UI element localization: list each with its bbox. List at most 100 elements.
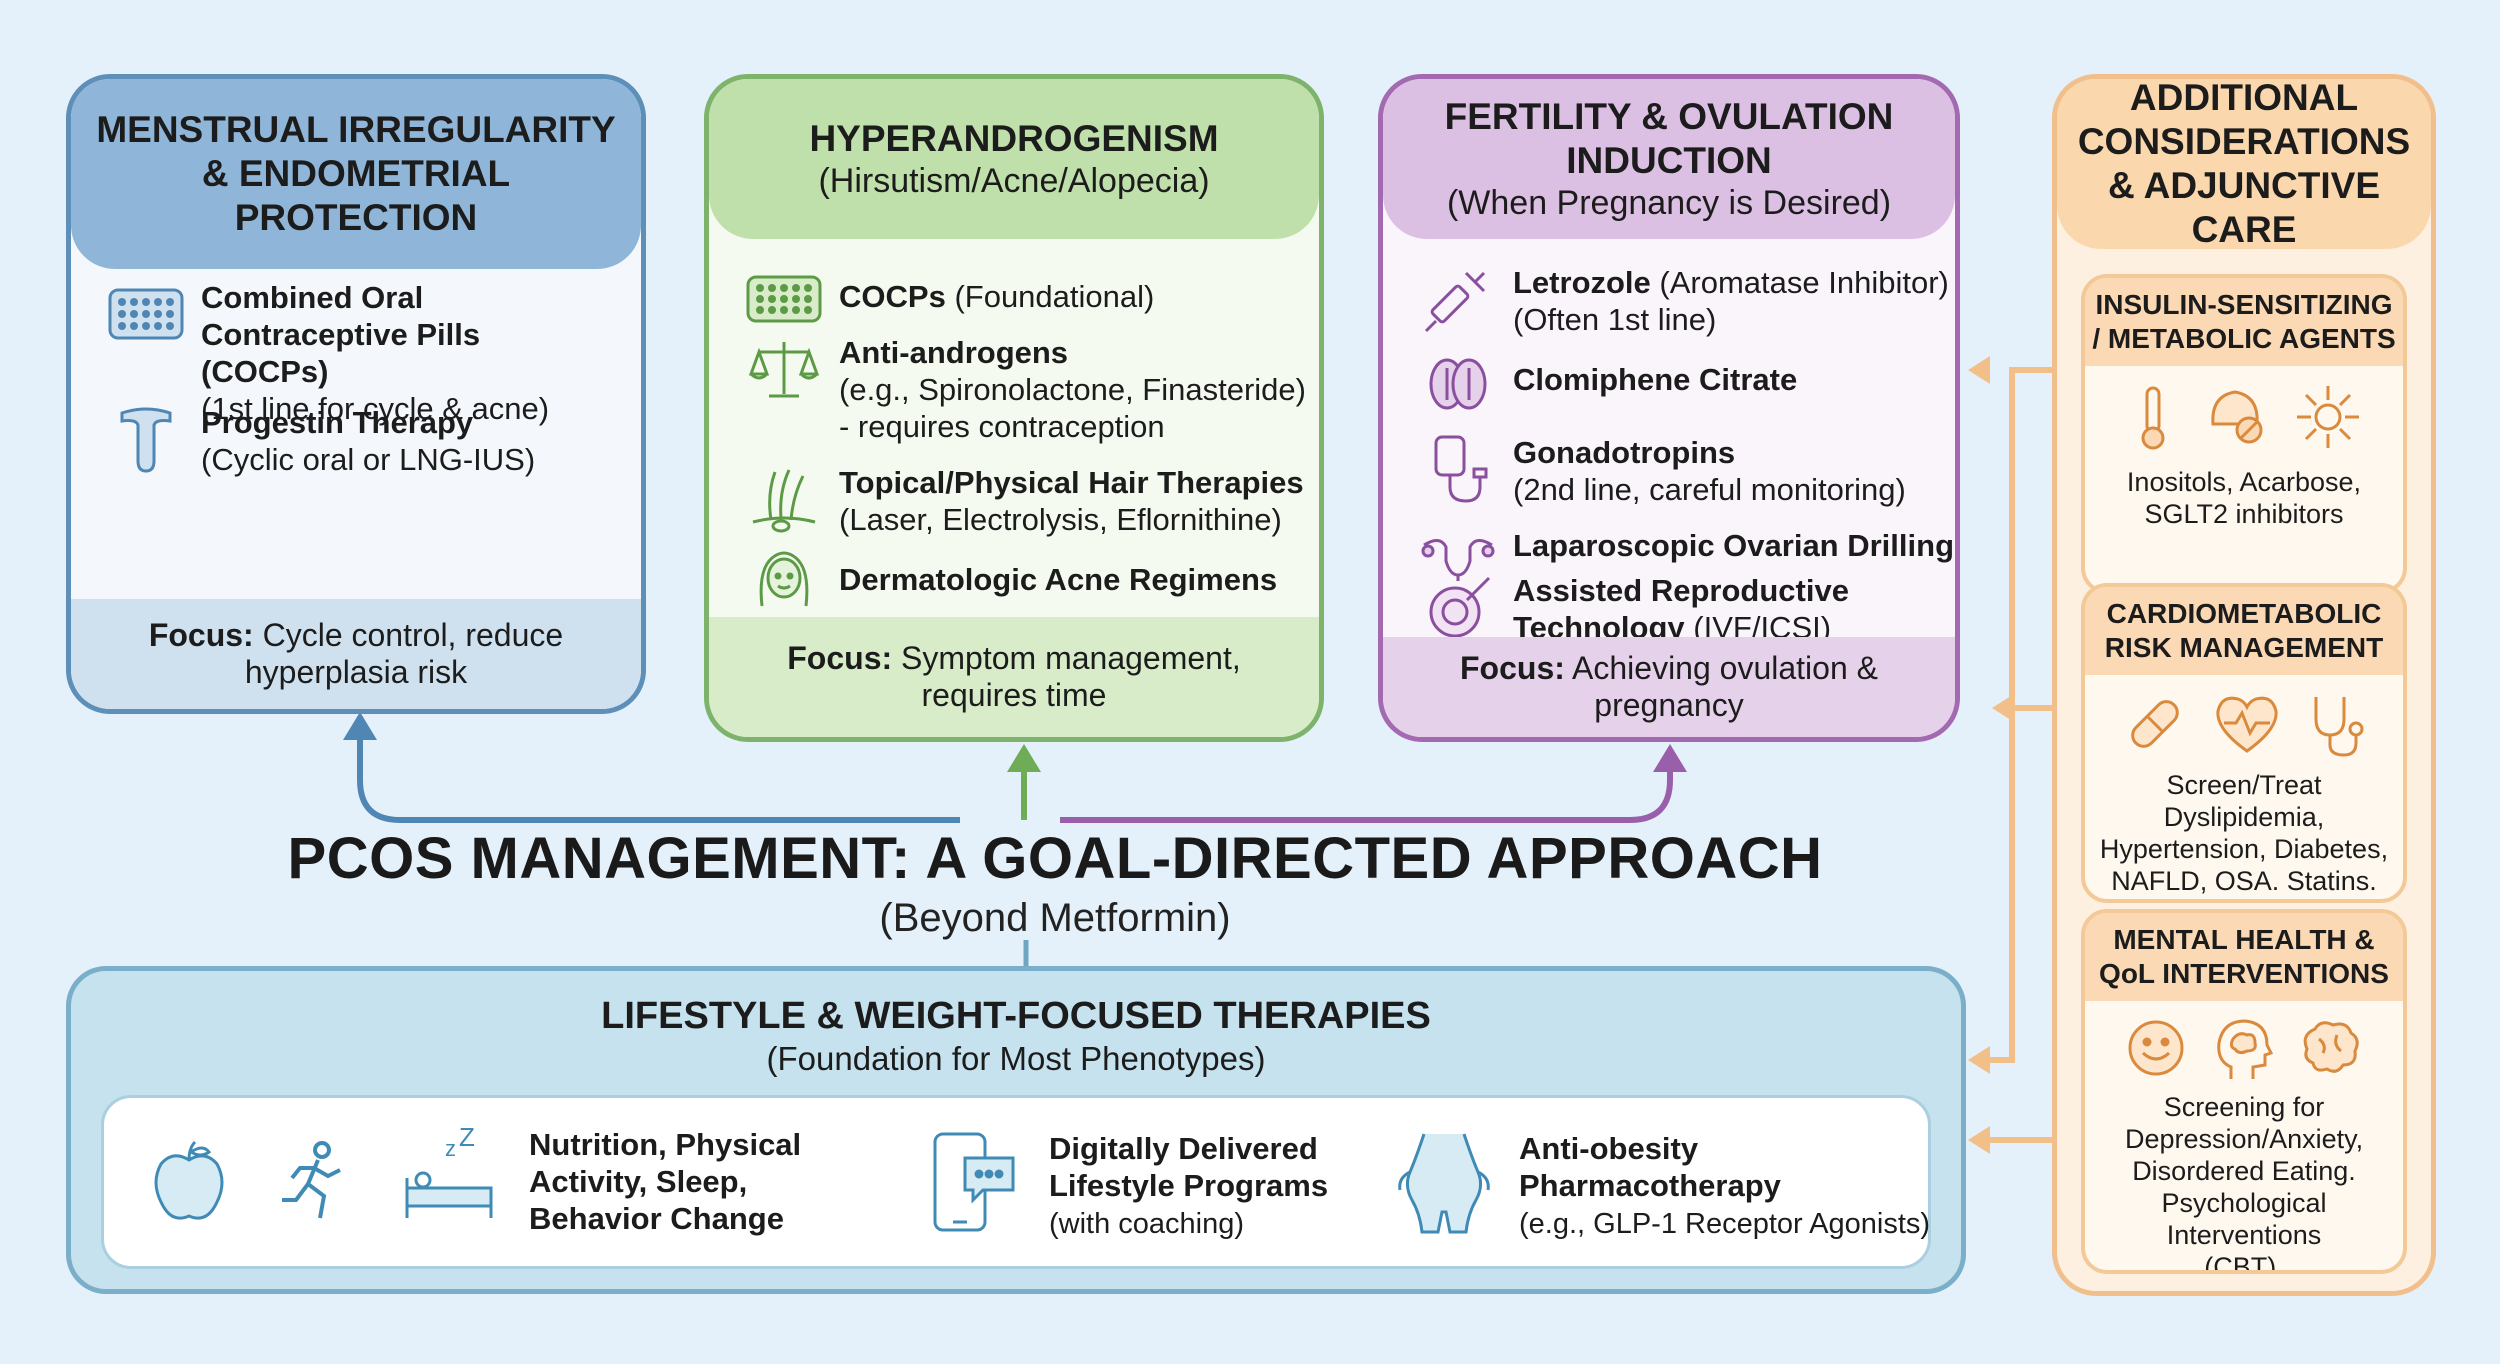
stethoscope-icon bbox=[2314, 697, 2364, 757]
lifestyle-item-label: Nutrition, Physical Activity, Sleep, Beh… bbox=[529, 1127, 802, 1236]
menstrual-item-detail: (1st line for cycle & acne) bbox=[201, 391, 550, 426]
scales-icon bbox=[739, 334, 829, 404]
hyper-item-label: Dermatologic Acne Regimens bbox=[839, 562, 1278, 597]
cardiometabolic-section: CARDIOMETABOLIC RISK MANAGEMENT Screen/T… bbox=[2081, 583, 2407, 903]
fertility-header: FERTILITY & OVULATION INDUCTION (When Pr… bbox=[1383, 79, 1955, 239]
fertility-item-drilling: Laparoscopic Ovarian Drilling bbox=[1413, 521, 1955, 591]
pill-pack-icon bbox=[739, 264, 829, 334]
arrow-to-fertility bbox=[1060, 760, 1673, 823]
hyper-item-label: COCPs bbox=[839, 279, 946, 314]
fertility-item-detail: (2nd line, careful monitoring) bbox=[1513, 472, 1906, 507]
phone-chat-icon bbox=[933, 1132, 1015, 1232]
pill-capsule-icon bbox=[2131, 700, 2179, 748]
additional-panel: ADDITIONAL CONSIDERATIONS & ADJUNCTIVE C… bbox=[2052, 74, 2436, 1296]
hyper-item-acne: Dermatologic Acne Regimens bbox=[739, 545, 1309, 615]
running-person-icon bbox=[282, 1141, 341, 1219]
fertility-item-detail: (Often 1st line) bbox=[1513, 302, 1717, 337]
hyperandrogenism-header: HYPERANDROGENISM (Hirsutism/Acne/Alopeci… bbox=[709, 79, 1319, 239]
menstrual-title: MENSTRUAL IRREGULARITY & ENDOMETRIAL PRO… bbox=[96, 109, 616, 238]
hyper-item-detail: (Foundational) bbox=[954, 279, 1155, 314]
hyper-item-label: Topical/Physical Hair Therapies bbox=[839, 465, 1304, 500]
lifestyle-item-nutrition: Nutrition, Physical Activity, Sleep, Beh… bbox=[529, 1126, 829, 1237]
hyperandrogenism-subtitle: (Hirsutism/Acne/Alopecia) bbox=[818, 162, 1210, 200]
arrow-head-menstrual bbox=[343, 712, 377, 740]
hair-follicle-icon bbox=[739, 464, 829, 534]
ivf-icon bbox=[1413, 572, 1503, 642]
lifestyle-item-digital: Digitally Delivered Lifestyle Programs (… bbox=[1049, 1130, 1369, 1243]
hyperandrogenism-panel: HYPERANDROGENISM (Hirsutism/Acne/Alopeci… bbox=[704, 74, 1324, 742]
orange-arrow-head-mid bbox=[1992, 694, 2014, 722]
thermometer-icon bbox=[2141, 386, 2165, 450]
orange-arrow-head-bottom bbox=[1968, 1126, 1990, 1154]
syringe-icon bbox=[1413, 264, 1503, 334]
menstrual-panel: MENSTRUAL IRREGULARITY & ENDOMETRIAL PRO… bbox=[66, 74, 646, 714]
orange-arrow-head-top bbox=[1968, 356, 1990, 384]
brain-icon bbox=[2303, 1021, 2359, 1073]
mental-health-section-text: Screening for Depression/Anxiety, Disord… bbox=[2125, 1092, 2364, 1274]
fertility-item-label: Gonadotropins bbox=[1513, 435, 1736, 470]
svg-text:Z: Z bbox=[459, 1128, 475, 1152]
mental-health-section-title: MENTAL HEALTH & QoL INTERVENTIONS bbox=[2085, 913, 2403, 1001]
lifestyle-panel: LIFESTYLE & WEIGHT-FOCUSED THERAPIES (Fo… bbox=[66, 966, 1966, 1294]
orange-arrow-head-lifestyle bbox=[1968, 1046, 1990, 1074]
additional-title: ADDITIONAL CONSIDERATIONS & ADJUNCTIVE C… bbox=[2077, 77, 2411, 250]
hyper-item-detail: (e.g., Spironolactone, Finasteride) - re… bbox=[839, 372, 1306, 444]
fertility-item-letrozole: Letrozole (Aromatase Inhibitor) (Often 1… bbox=[1413, 264, 1955, 338]
hyper-item-label: Anti-androgens bbox=[839, 335, 1069, 370]
focus-label: Focus: bbox=[148, 617, 254, 653]
menstrual-header: MENSTRUAL IRREGULARITY & ENDOMETRIAL PRO… bbox=[71, 79, 641, 269]
fertility-item-label: Letrozole bbox=[1513, 265, 1651, 300]
focus-label: Focus: bbox=[787, 640, 893, 676]
apple-icon bbox=[154, 1140, 224, 1220]
fertility-item-art: Assisted Reproductive Technology (IVF/IC… bbox=[1413, 572, 1955, 646]
hyperandrogenism-title: HYPERANDROGENISM bbox=[809, 118, 1219, 159]
focus-label: Focus: bbox=[1460, 650, 1565, 686]
mental-health-section: MENTAL HEALTH & QoL INTERVENTIONS Screen… bbox=[2081, 909, 2407, 1274]
fertility-item-detail-inline: (Aromatase Inhibitor) bbox=[1659, 265, 1949, 300]
uterus-icon bbox=[1413, 521, 1503, 591]
main-title-block: PCOS MANAGEMENT: A GOAL-DIRECTED APPROAC… bbox=[230, 824, 1880, 942]
page-title: PCOS MANAGEMENT: A GOAL-DIRECTED APPROAC… bbox=[287, 826, 1823, 891]
hyperandrogenism-focus: Focus: Symptom management, requires time bbox=[709, 617, 1319, 737]
menstrual-item-label: Combined Oral Contraceptive Pills (COCPs… bbox=[201, 280, 481, 389]
body-silhouette-icon bbox=[1398, 1133, 1490, 1234]
menstrual-item-cocp: Combined Oral Contraceptive Pills (COCPs… bbox=[101, 279, 611, 427]
fertility-item-label: Clomiphene Citrate bbox=[1513, 362, 1798, 397]
fertility-subtitle: (When Pregnancy is Desired) bbox=[1446, 184, 1892, 222]
cardiometabolic-section-title: CARDIOMETABOLIC RISK MANAGEMENT bbox=[2085, 587, 2403, 675]
arrow-head-hyperandrogenism bbox=[1007, 744, 1041, 772]
insulin-section-text: Inositols, Acarbose, SGLT2 inhibitors bbox=[2126, 467, 2362, 529]
ovary-icon bbox=[1413, 349, 1503, 419]
lifestyle-item-detail: (with coaching) bbox=[1049, 1208, 1245, 1240]
hyper-item-antiandrogens: Anti-androgens (e.g., Spironolactone, Fi… bbox=[739, 334, 1309, 445]
iv-bag-icon bbox=[1413, 434, 1503, 504]
menstrual-item-label: Progestin Therapy bbox=[201, 405, 474, 440]
fertility-item-label: Laparoscopic Ovarian Drilling bbox=[1513, 528, 1955, 563]
hyper-item-cocp: COCPs (Foundational) bbox=[739, 264, 1299, 334]
focus-text: Achieving ovulation & pregnancy bbox=[1572, 650, 1878, 723]
cardiometabolic-section-text: Screen/Treat Dyslipidemia, Hypertension,… bbox=[2099, 770, 2389, 896]
lifestyle-title: LIFESTYLE & WEIGHT-FOCUSED THERAPIES bbox=[601, 995, 1431, 1037]
lifestyle-item-detail: (e.g., GLP-1 Receptor Agonists) bbox=[1519, 1208, 1931, 1240]
head-brain-icon bbox=[2217, 1019, 2273, 1079]
insulin-section: INSULIN-SENSITIZING / METABOLIC AGENTS I… bbox=[2081, 274, 2407, 594]
arrow-to-menstrual bbox=[357, 730, 960, 823]
insulin-section-title: INSULIN-SENSITIZING / METABOLIC AGENTS bbox=[2085, 278, 2403, 366]
additional-header: ADDITIONAL CONSIDERATIONS & ADJUNCTIVE C… bbox=[2057, 77, 2431, 250]
menstrual-item-detail: (Cyclic oral or LNG-IUS) bbox=[201, 442, 536, 477]
iud-icon bbox=[101, 404, 191, 474]
menstrual-focus: Focus: Cycle control, reduce hyperplasia… bbox=[71, 599, 641, 709]
arrow-head-fertility bbox=[1653, 744, 1687, 772]
fertility-title: FERTILITY & OVULATION INDUCTION bbox=[1444, 96, 1894, 181]
pills-icon bbox=[2211, 390, 2263, 444]
menstrual-item-progestin: Progestin Therapy (Cyclic oral or LNG-IU… bbox=[101, 404, 611, 478]
pill-pack-icon bbox=[101, 279, 191, 349]
svg-text:z: z bbox=[445, 1136, 456, 1161]
page-subtitle: (Beyond Metformin) bbox=[879, 896, 1231, 940]
orange-bracket bbox=[1980, 367, 2052, 1063]
focus-text: Cycle control, reduce hyperplasia risk bbox=[244, 617, 564, 690]
sun-molecule-icon bbox=[2297, 386, 2359, 448]
